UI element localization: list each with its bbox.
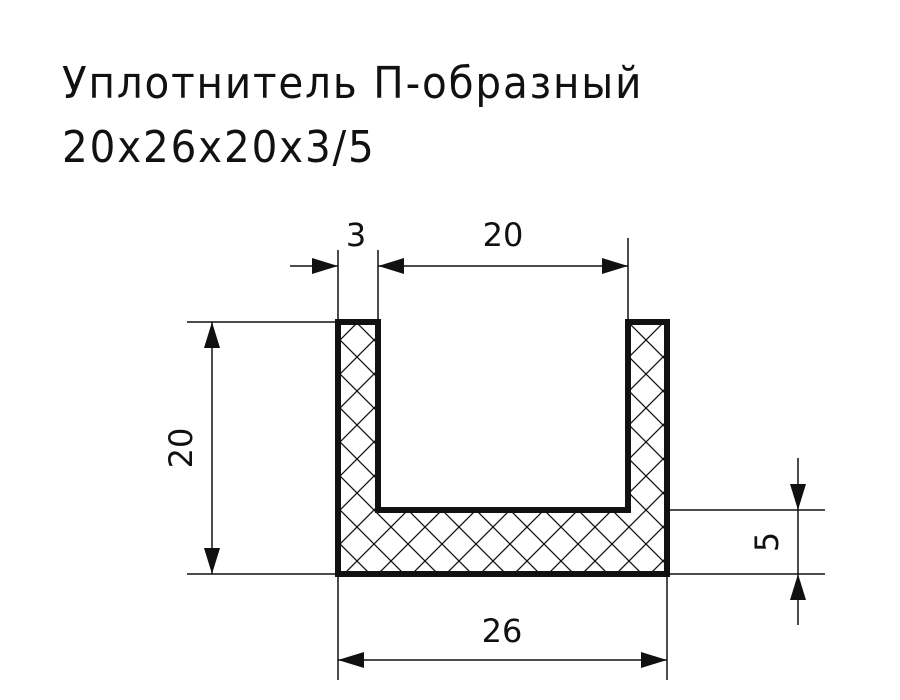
arrow-height-bottom <box>204 548 220 574</box>
dim-label-base: 5 <box>748 532 786 552</box>
arrow-26-right <box>641 652 667 668</box>
arrow-26-left <box>338 652 364 668</box>
profile-outline <box>335 319 670 577</box>
arrow-5-top <box>790 484 806 510</box>
arrow-20-left <box>378 258 404 274</box>
arrow-20-right <box>602 258 628 274</box>
dim-label-height: 20 <box>162 428 200 469</box>
dim-label-inner-width: 20 <box>483 216 524 254</box>
dim-label-wall: 3 <box>346 216 366 254</box>
arrow-3-left <box>312 258 338 274</box>
dimension-lines <box>211 265 799 661</box>
profile-hatching <box>338 322 667 574</box>
title-line-1: Уплотнитель П-образный <box>62 58 644 109</box>
title-line-2: 20x26x20x3/5 <box>62 122 376 173</box>
arrow-height-top <box>204 322 220 348</box>
dim-label-outer-width: 26 <box>482 612 523 650</box>
dimension-arrows <box>204 258 806 668</box>
arrow-5-bottom <box>790 574 806 600</box>
